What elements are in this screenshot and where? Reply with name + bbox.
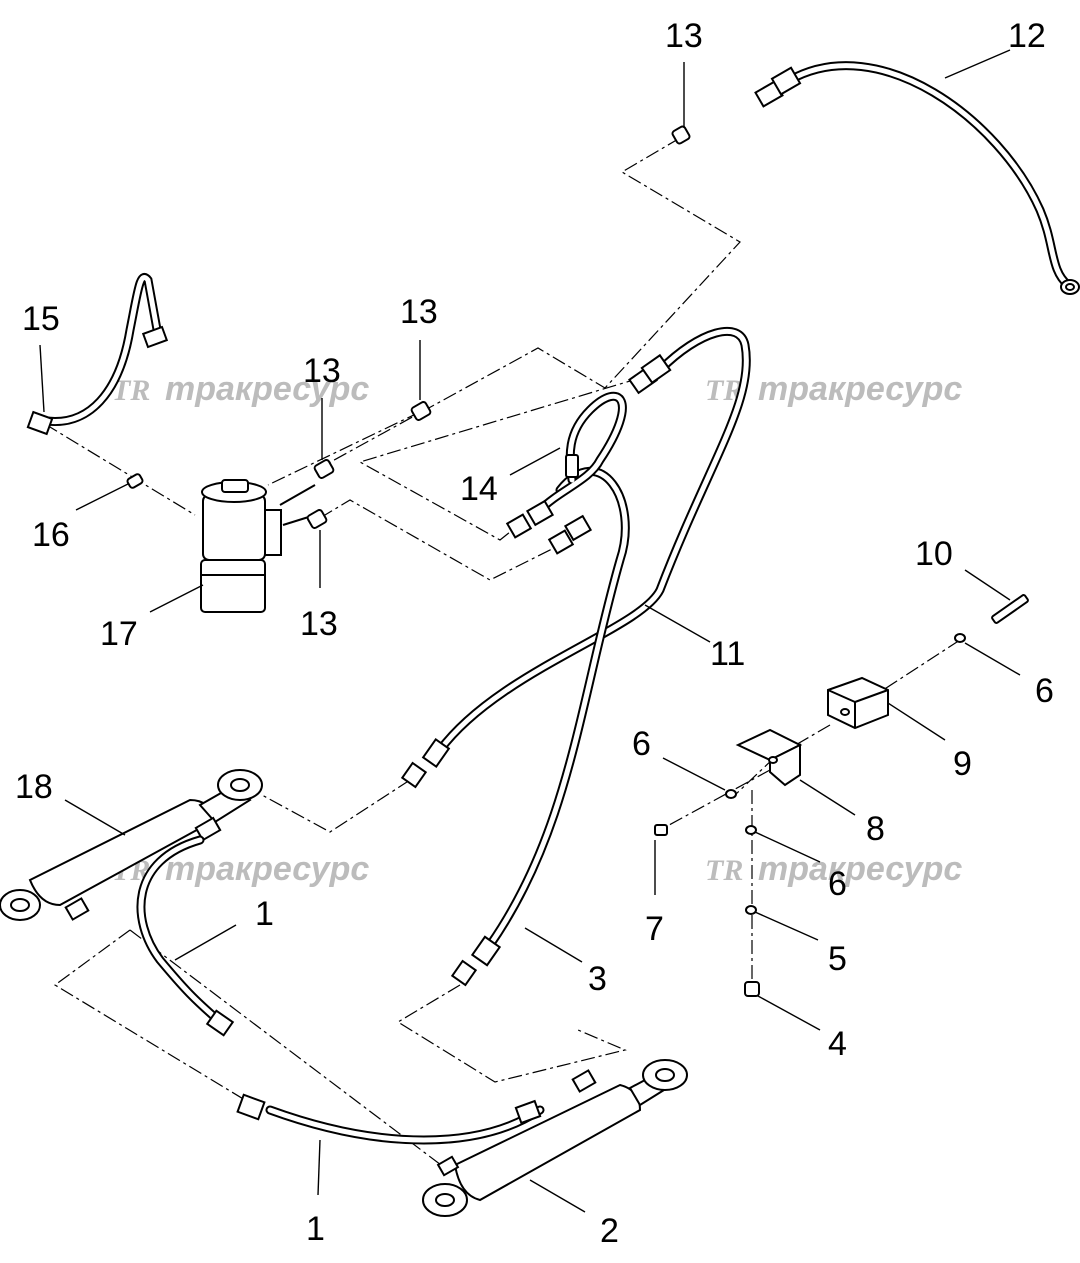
callout-13-b: 13 xyxy=(303,352,341,390)
fitting-13-b xyxy=(313,459,335,479)
callout-11: 11 xyxy=(710,635,745,673)
hose-1-upper xyxy=(136,835,235,1037)
bolt-10 xyxy=(991,594,1029,624)
callout-13-top: 13 xyxy=(665,17,703,55)
hose-11 xyxy=(400,326,751,789)
callout-13-a: 13 xyxy=(400,293,438,331)
watermark-text: тракресурс xyxy=(758,850,962,888)
callout-3: 3 xyxy=(588,960,607,998)
cylinder-2 xyxy=(422,1059,688,1217)
washer-6-top xyxy=(954,633,966,643)
callout-18: 18 xyxy=(15,768,53,806)
callout-labels: 13 12 15 13 13 14 16 13 17 11 10 6 9 6 8… xyxy=(15,17,1054,1250)
callout-8: 8 xyxy=(866,810,885,848)
steering-unit-17 xyxy=(200,479,316,613)
callout-14: 14 xyxy=(460,470,498,508)
callout-16: 16 xyxy=(32,516,70,554)
assembly-dashed-lines xyxy=(44,137,961,1169)
callout-7: 7 xyxy=(645,910,664,948)
hose-14 xyxy=(505,391,627,555)
callout-1-upper: 1 xyxy=(255,895,274,933)
clamp-9 xyxy=(827,676,889,730)
callout-12: 12 xyxy=(1008,17,1046,55)
watermark-text: тракресурс xyxy=(165,370,369,408)
callout-13-c: 13 xyxy=(300,605,338,643)
callout-17: 17 xyxy=(100,615,138,653)
callout-6-left: 6 xyxy=(632,725,651,763)
callout-6-top: 6 xyxy=(1035,672,1054,710)
callout-1-lower: 1 xyxy=(306,1210,325,1248)
fitting-13-top xyxy=(671,125,691,145)
callout-10: 10 xyxy=(915,535,953,573)
watermark-bottom-right: TR тракресурс xyxy=(705,850,962,888)
fitting-13-c xyxy=(306,509,328,529)
watermark-text: тракресурс xyxy=(758,370,962,408)
screw-4 xyxy=(744,981,760,997)
pipe-15 xyxy=(26,273,169,436)
hose-12 xyxy=(754,61,1080,295)
bracket-8 xyxy=(735,728,803,787)
callout-9: 9 xyxy=(953,745,972,783)
callout-4: 4 xyxy=(828,1025,847,1063)
callout-6-mid: 6 xyxy=(828,865,847,903)
washer-6-mid xyxy=(745,825,757,835)
leader-lines xyxy=(39,49,1021,1213)
cylinder-18 xyxy=(0,769,263,921)
callout-15: 15 xyxy=(22,300,60,338)
watermark-top-right: TR тракресурс xyxy=(705,370,962,408)
hose-1-lower xyxy=(236,1093,545,1145)
washer-6-left xyxy=(725,789,737,799)
hose-3 xyxy=(450,466,630,987)
washer-5 xyxy=(745,905,757,915)
callout-2: 2 xyxy=(600,1212,619,1250)
fitting-13-a xyxy=(410,401,432,421)
fitting-16 xyxy=(126,473,144,489)
watermark-logo: TR xyxy=(705,854,743,887)
watermark-text: тракресурс xyxy=(165,850,369,888)
watermark-top-left: TR тракресурс xyxy=(112,370,369,408)
nut-7 xyxy=(654,824,668,836)
callout-5: 5 xyxy=(828,940,847,978)
